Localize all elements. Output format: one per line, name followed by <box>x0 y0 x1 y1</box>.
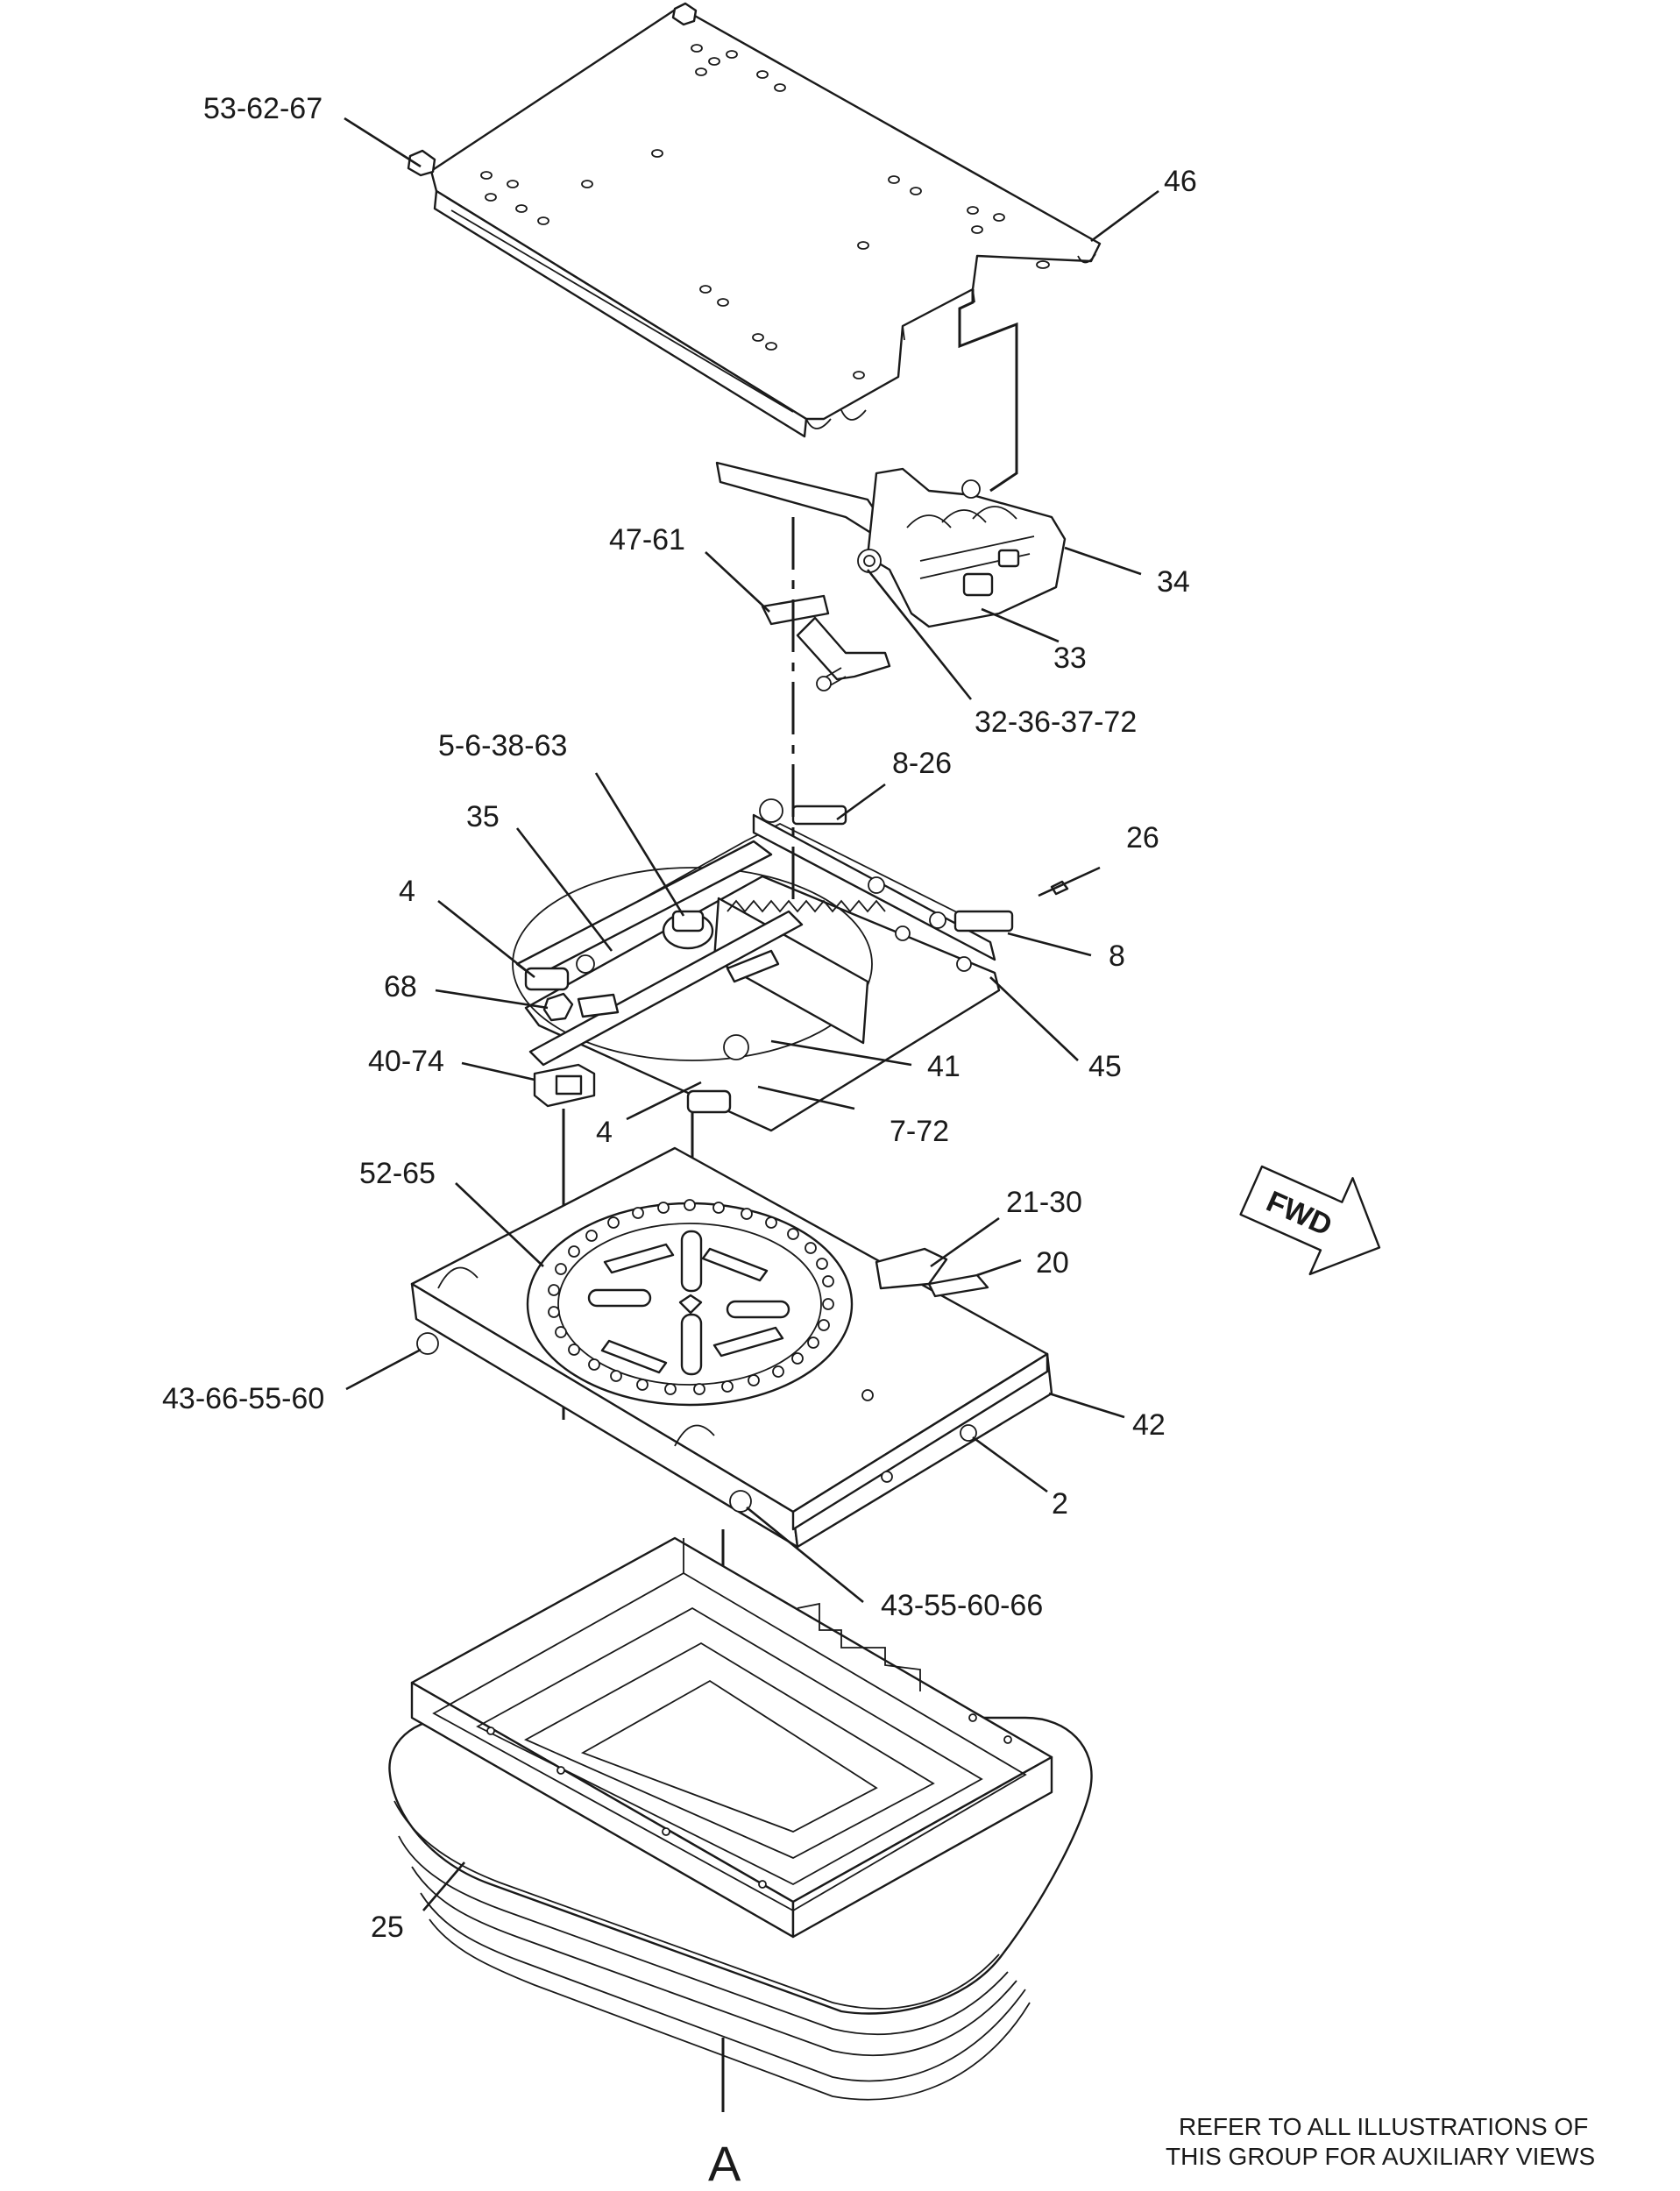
callout-46: 46 <box>1164 165 1197 198</box>
callout-21-30: 21-30 <box>1006 1186 1082 1219</box>
callout-43-66-55-60: 43-66-55-60 <box>162 1382 324 1415</box>
fwd-direction-arrow: FWD <box>1239 1165 1381 1276</box>
note-line-1: REFER TO ALL ILLUSTRATIONS OF <box>1179 2113 1588 2140</box>
callout-34: 34 <box>1157 565 1190 599</box>
latch-plate <box>761 594 891 691</box>
callout-53-62-67: 53-62-67 <box>203 92 323 125</box>
callout-43-55-60-66: 43-55-60-66 <box>881 1589 1043 1622</box>
callout-35: 35 <box>466 800 500 833</box>
callout-labels: 53-62-67 46 47-61 34 33 32-36-37-72 5-6-… <box>162 92 1197 1944</box>
callout-25: 25 <box>371 1911 404 1944</box>
callout-42: 42 <box>1132 1408 1166 1442</box>
swivel-base <box>410 1146 1053 1549</box>
callout-47-61: 47-61 <box>609 523 685 557</box>
view-a-label: A <box>708 2136 741 2191</box>
callout-4-bottom: 4 <box>596 1116 613 1149</box>
callout-20: 20 <box>1036 1246 1069 1280</box>
adjustment-lever-assembly <box>715 461 1067 628</box>
clip-40-74 <box>533 1063 596 1108</box>
callout-33: 33 <box>1053 642 1087 675</box>
callout-40-74: 40-74 <box>368 1045 444 1078</box>
callout-2: 2 <box>1052 1487 1068 1521</box>
slide-assembly <box>512 798 1069 1132</box>
callout-26: 26 <box>1126 821 1159 854</box>
bellows-tray <box>410 1536 1053 1939</box>
auxiliary-views-note: REFER TO ALL ILLUSTRATIONS OF THIS GROUP… <box>1166 2113 1595 2170</box>
callout-7-72: 7-72 <box>890 1115 949 1148</box>
callout-4-top: 4 <box>399 875 415 908</box>
plate-holes <box>480 44 1050 379</box>
callout-52-65: 52-65 <box>359 1157 436 1190</box>
callout-5-6-38-63: 5-6-38-63 <box>438 729 567 762</box>
callout-45: 45 <box>1088 1050 1122 1083</box>
callout-8-26: 8-26 <box>892 747 952 780</box>
callout-68: 68 <box>384 970 417 1003</box>
side-latch-68 <box>542 992 574 1022</box>
note-line-2: THIS GROUP FOR AUXILIARY VIEWS <box>1166 2143 1595 2170</box>
callout-41: 41 <box>927 1050 961 1083</box>
callout-8: 8 <box>1109 940 1125 973</box>
swivel-bolt-holes <box>548 1199 834 1395</box>
leader-lines <box>344 117 1159 1911</box>
plate-to-latch-axis <box>958 289 1018 493</box>
callout-32-36-37-72: 32-36-37-72 <box>975 706 1137 739</box>
